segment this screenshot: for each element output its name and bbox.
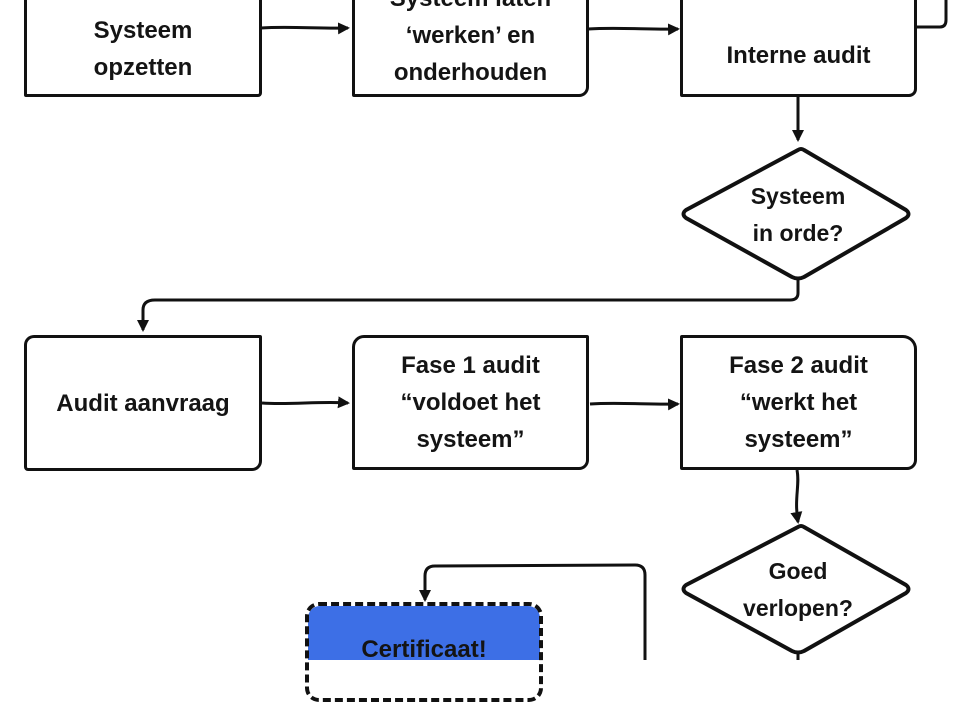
decision-systeem-in-orde-shape — [681, 147, 911, 281]
node-text: Goed — [768, 558, 828, 584]
edge-fase2-to-goed — [790, 469, 803, 524]
node-text: “werkt het — [739, 389, 858, 416]
node-text: Fase 1 audit — [401, 352, 540, 379]
decision-goed-verlopen-shape — [681, 524, 911, 655]
node-text: in orde? — [752, 220, 844, 246]
node-text: Systeem — [750, 183, 846, 209]
node-systeem-opzetten: Systeem opzetten — [24, 0, 262, 97]
node-text: Fase 2 audit — [729, 352, 868, 379]
edge-opzetten-to-werken — [260, 22, 350, 35]
edge-aanvraag-to-fase1 — [261, 396, 350, 409]
node-fase-2-audit: Fase 2 audit “werkt het systeem” — [680, 335, 917, 470]
node-text: Systeem — [93, 16, 193, 44]
edge-goed-to-certificaat — [419, 563, 647, 660]
node-text: opzetten — [93, 53, 193, 81]
node-text: Certificaat! — [361, 636, 487, 663]
node-systeem-laten-werken: Systeem laten ‘werken’ en onderhouden — [352, 0, 589, 97]
node-fase-1-audit: Fase 1 audit “voldoet het systeem” — [352, 335, 589, 470]
node-text: systeem” — [744, 426, 853, 453]
certificate-fill — [308, 606, 540, 660]
node-text: ‘werken’ en — [405, 22, 536, 49]
edge-interne-audit-loop — [916, 0, 948, 29]
flowchart-canvas — [137, 0, 948, 660]
node-systeem-in-orde: Systeem in orde? — [698, 178, 898, 252]
node-text: systeem” — [416, 426, 525, 453]
node-text: Systeem laten — [390, 0, 551, 17]
node-interne-audit: Interne audit — [680, 0, 917, 97]
node-audit-aanvraag: Audit aanvraag — [24, 335, 262, 471]
edge-in-orde-to-aanvraag — [137, 280, 800, 332]
node-text: verlopen? — [743, 595, 853, 621]
edge-werken-to-interne-audit — [587, 23, 680, 36]
node-text: “voldoet het — [400, 389, 541, 416]
node-goed-verlopen: Goed verlopen? — [698, 553, 898, 627]
node-text: Audit aanvraag — [56, 389, 230, 417]
node-text: Interne audit — [726, 42, 871, 69]
edge-fase1-to-fase2 — [589, 398, 680, 411]
node-text: onderhouden — [393, 59, 548, 86]
node-certificaat: Certificaat! — [305, 602, 543, 702]
